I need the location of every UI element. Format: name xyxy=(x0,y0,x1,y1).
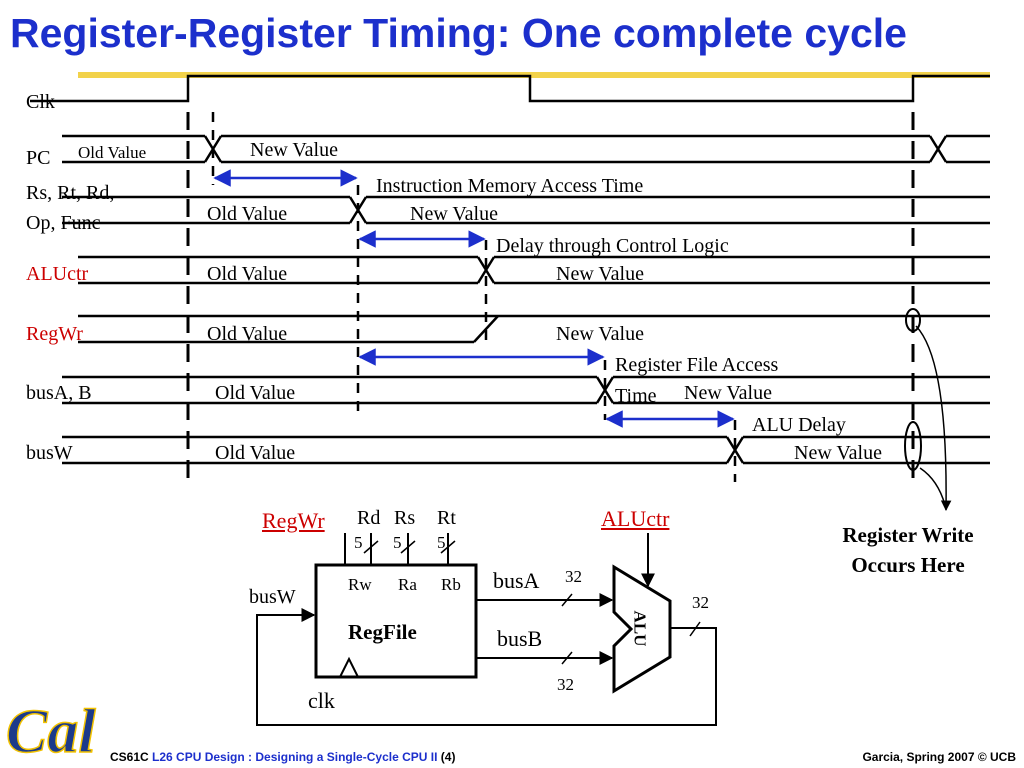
rs-width-label: 5 xyxy=(393,533,402,552)
aluctr-bus xyxy=(78,255,990,285)
busa-width-label: 32 xyxy=(565,567,582,586)
pc-bus xyxy=(62,134,990,164)
aluctr-new-value: New Value xyxy=(556,263,644,285)
register-write-note: Register Write Occurs Here xyxy=(808,520,1008,581)
busw-bus xyxy=(62,435,990,465)
regfile-delay-label-1: Register File Access xyxy=(615,354,779,376)
busw-feedback-wire xyxy=(256,608,717,726)
rt-label: Rt xyxy=(437,507,456,529)
rw-port-label: Rw xyxy=(348,575,372,594)
datapath-busb-label: busB xyxy=(497,626,543,651)
busw-edge-oval xyxy=(904,421,922,471)
control-delay-label: Delay through Control Logic xyxy=(496,235,729,257)
regwr-edge-oval xyxy=(905,308,921,332)
page-title: Register-Register Timing: One complete c… xyxy=(10,10,907,56)
alu-label: ALU xyxy=(630,610,650,647)
rt-width-label: 5 xyxy=(437,533,446,552)
pc-label: PC xyxy=(26,147,51,169)
title-underline xyxy=(78,72,990,78)
regfile-block xyxy=(314,563,478,679)
regwr-signal xyxy=(78,314,990,344)
footer-page: (4) xyxy=(440,750,456,764)
footer-lecture: L26 CPU Design : Designing a Single-Cycl… xyxy=(152,750,438,764)
clk-label: Clk xyxy=(26,91,55,113)
rb-port-label: Rb xyxy=(441,575,461,594)
regfile-clock-triangle xyxy=(339,656,359,678)
regfile-label: RegFile xyxy=(348,620,417,644)
alu-block xyxy=(612,564,672,694)
datapath-aluctr-label: ALUctr xyxy=(601,506,670,531)
datapath-busa-label: busA xyxy=(493,568,540,593)
register-write-note-line1: Register Write xyxy=(842,523,974,547)
pc-new-value: New Value xyxy=(250,139,338,161)
footer-left: CS61C L26 CPU Design : Designing a Singl… xyxy=(110,750,455,764)
regwr-old-value: Old Value xyxy=(207,323,288,345)
aluctr-old-value: Old Value xyxy=(207,263,288,285)
rs-label-line1: Rs, Rt, Rd, xyxy=(26,182,115,204)
aluout-width-label: 32 xyxy=(692,593,709,612)
footer-credit: Garcia, Spring 2007 © UCB xyxy=(862,750,1016,764)
pc-old-value: Old Value xyxy=(78,143,147,162)
regwr-new-value: New Value xyxy=(556,323,644,345)
instr-new-value: New Value xyxy=(410,203,498,225)
rs-label-line2: Op, Func xyxy=(26,212,101,234)
rd-width-label: 5 xyxy=(354,533,363,552)
datapath-clk-label: clk xyxy=(308,688,335,713)
datapath-busw-label: busW xyxy=(249,586,296,608)
register-write-pointer xyxy=(915,325,952,512)
register-write-note-line2: Occurs Here xyxy=(851,553,965,578)
regwr-label: RegWr xyxy=(26,323,83,345)
busw-old-value: Old Value xyxy=(215,442,296,464)
busab-bus xyxy=(62,375,990,405)
ra-port-label: Ra xyxy=(398,575,417,594)
busab-new-value: New Value xyxy=(684,382,772,404)
instruction-fields-bus xyxy=(62,195,990,225)
regfile-delay-label-2: Time xyxy=(615,385,657,407)
datapath-regwr-label: RegWr xyxy=(262,508,325,533)
svg-text:Cal: Cal xyxy=(6,698,96,764)
footer-course: CS61C xyxy=(110,750,149,764)
imem-delay-label: Instruction Memory Access Time xyxy=(376,175,644,197)
instr-old-value: Old Value xyxy=(207,203,288,225)
busab-label: busA, B xyxy=(26,382,92,404)
busw-new-value: New Value xyxy=(794,442,882,464)
busab-old-value: Old Value xyxy=(215,382,296,404)
rd-label: Rd xyxy=(357,507,381,529)
cal-logo: Cal xyxy=(5,697,97,764)
aluctr-label: ALUctr xyxy=(26,263,89,285)
rs-label: Rs xyxy=(394,507,416,529)
busb-width-label: 32 xyxy=(557,675,574,694)
busw-label: busW xyxy=(26,442,73,464)
alu-delay-label: ALU Delay xyxy=(752,414,846,436)
clk-waveform xyxy=(30,74,990,103)
